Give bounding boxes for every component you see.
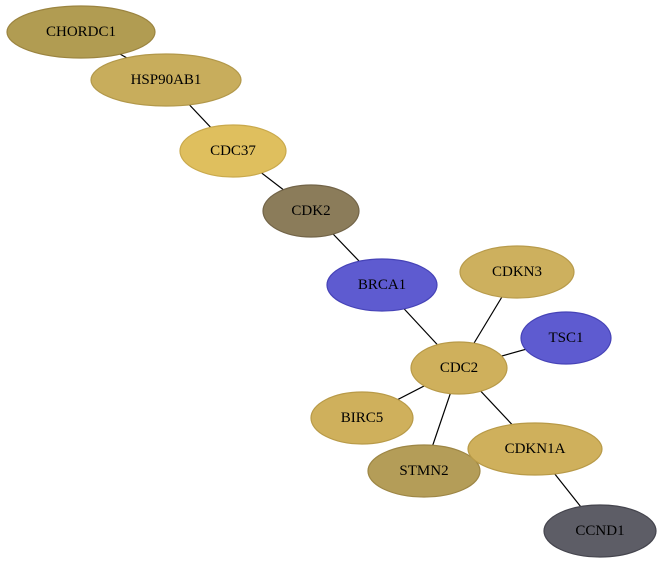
node-label: CCND1 — [575, 523, 624, 539]
node-label: CDC37 — [210, 143, 256, 159]
node-shape[interactable] — [179, 124, 287, 178]
node-hsp90ab1[interactable]: HSP90AB1 — [90, 53, 242, 107]
node-shape[interactable] — [310, 391, 414, 445]
node-shape[interactable] — [326, 258, 438, 312]
node-ccnd1[interactable]: CCND1 — [543, 504, 657, 558]
node-label: BIRC5 — [341, 410, 384, 426]
node-cdk2[interactable]: CDK2 — [262, 184, 360, 238]
node-stmn2[interactable]: STMN2 — [367, 444, 481, 498]
node-label: CHORDC1 — [46, 24, 116, 40]
node-chordc1[interactable]: CHORDC1 — [6, 5, 156, 59]
node-label: CDC2 — [440, 360, 478, 376]
node-shape[interactable] — [520, 311, 612, 365]
node-shape[interactable] — [6, 5, 156, 59]
node-shape[interactable] — [90, 53, 242, 107]
node-label: TSC1 — [548, 330, 583, 346]
node-birc5[interactable]: BIRC5 — [310, 391, 414, 445]
node-cdkn1a[interactable]: CDKN1A — [467, 422, 603, 476]
node-shape[interactable] — [459, 245, 575, 299]
node-label: CDKN1A — [505, 441, 566, 457]
node-shape[interactable] — [367, 444, 481, 498]
node-shape[interactable] — [262, 184, 360, 238]
node-tsc1[interactable]: TSC1 — [520, 311, 612, 365]
node-cdc2[interactable]: CDC2 — [410, 341, 508, 395]
node-label: CDK2 — [291, 203, 330, 219]
node-label: STMN2 — [399, 463, 448, 479]
node-label: CDKN3 — [492, 264, 542, 280]
node-label: BRCA1 — [358, 277, 406, 293]
node-shape[interactable] — [467, 422, 603, 476]
node-shape[interactable] — [543, 504, 657, 558]
node-label: HSP90AB1 — [131, 72, 202, 88]
node-shape[interactable] — [410, 341, 508, 395]
node-brca1[interactable]: BRCA1 — [326, 258, 438, 312]
node-cdc37[interactable]: CDC37 — [179, 124, 287, 178]
node-cdkn3[interactable]: CDKN3 — [459, 245, 575, 299]
